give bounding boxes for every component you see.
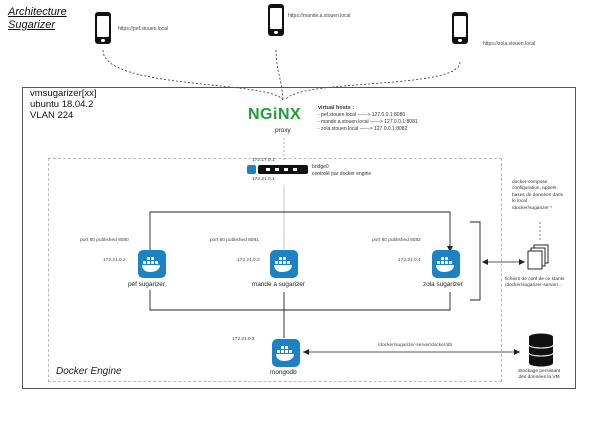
compose-note-line: le local bbox=[512, 199, 527, 205]
title-line1: Architecture bbox=[8, 6, 67, 18]
smartphone-icon bbox=[268, 4, 284, 36]
compose-note: docker-compose configuration, appels bas… bbox=[512, 180, 563, 212]
container3-name: zola sugarizer bbox=[423, 281, 463, 288]
container2-port: port 80 published 8081 bbox=[210, 238, 259, 243]
compose-note-line: configuration, appels bbox=[512, 186, 557, 192]
bridge-ip-top: 172.17.0.1 bbox=[252, 158, 275, 163]
smartphone-icon bbox=[95, 12, 111, 44]
container1-name: pef sugarizer bbox=[128, 281, 165, 288]
nginx-logo: NGiNX bbox=[248, 106, 302, 123]
container1-ip: 172.21.0.2 bbox=[103, 258, 126, 263]
vm-vlan: VLAN 224 bbox=[30, 109, 74, 121]
storage-note-line: Stockage persistant bbox=[518, 369, 561, 374]
files-note-line: fichiers de conf de ce stants bbox=[505, 277, 565, 282]
files-note: fichiers de conf de ce stants /docker/su… bbox=[505, 277, 564, 290]
connector-phone2-nginx bbox=[275, 49, 284, 101]
compose-note-line: bases de données dans bbox=[512, 192, 563, 198]
bridge-desc: controlé par docker engine bbox=[312, 170, 372, 177]
container3-ip: 172.21.0.4 bbox=[398, 258, 421, 263]
bridge-name: bridge0 bbox=[312, 164, 329, 170]
docker-container-icon bbox=[272, 339, 300, 367]
database-icon bbox=[528, 333, 554, 367]
vhost-line: - mande.a.stouen.local ------> 127.0.0.1… bbox=[318, 119, 418, 126]
bridge-ip-bottom: 172.21.0.1 bbox=[252, 177, 275, 182]
vm-info: vmsugarizer[xx] ubuntu 18.04.2 VLAN 224 bbox=[30, 88, 97, 122]
connector-phone1-nginx bbox=[102, 49, 284, 101]
vm-name: vmsugarizer[xx] bbox=[30, 88, 97, 99]
title-line2: Sugarizer bbox=[8, 18, 56, 31]
phone3-url: https://zola.stouen.local bbox=[483, 41, 536, 47]
phone2-url: https://mande.a.stouen.local bbox=[288, 13, 351, 19]
storage-note: Stockage persistant des données la VM bbox=[518, 369, 560, 382]
compose-note-line: docker-compose bbox=[512, 180, 548, 185]
docker-container-icon bbox=[270, 250, 298, 278]
vhost-line: - pef.stouen.local ------> 127.0.0.1:808… bbox=[318, 112, 406, 119]
network-switch-icon bbox=[258, 165, 308, 174]
nginx-label: proxy bbox=[275, 127, 291, 134]
mongodb-name: mongodb bbox=[270, 369, 297, 376]
docker-engine-box bbox=[48, 158, 502, 382]
vhost-line: - zola.stouen.local ------> 127.0.0.1:80… bbox=[318, 125, 408, 132]
volume-path: /docker/sugarizer-server/docker/db bbox=[378, 343, 453, 348]
vm-box bbox=[22, 87, 576, 389]
compose-note-line: /docker/sugarizer * bbox=[512, 205, 552, 211]
docker-container-icon bbox=[432, 250, 460, 278]
docker-small-icon bbox=[247, 165, 256, 174]
diagram-title: Architecture Sugarizer bbox=[8, 6, 67, 31]
virtual-hosts-title: virtual hosts : bbox=[318, 105, 355, 111]
container2-name: mande a sugarizer bbox=[252, 281, 305, 288]
storage-note-line: des données la VM bbox=[518, 375, 560, 381]
connector-phone3-nginx bbox=[284, 61, 461, 101]
containers-bracket bbox=[470, 221, 481, 301]
vm-os: ubuntu 18.04.2 bbox=[30, 98, 94, 110]
container3-port: port 80 published 8082 bbox=[372, 238, 421, 243]
bridge-info: bridge0 controlé par docker engine bbox=[312, 164, 371, 178]
virtual-hosts: virtual hosts : - pef.stouen.local -----… bbox=[318, 105, 418, 133]
network-line-top bbox=[149, 211, 451, 255]
container1-port: port 80 published 8080 bbox=[80, 238, 129, 243]
phone1-url: https://pef.stouen.local bbox=[118, 26, 169, 32]
mongodb-ip: 172.21.0.3 bbox=[232, 337, 255, 342]
docker-engine-label: Docker Engine bbox=[56, 366, 122, 377]
smartphone-icon bbox=[452, 12, 468, 44]
files-icon bbox=[527, 244, 549, 270]
docker-container-icon bbox=[138, 250, 166, 278]
files-note-line: /docker/sugarizer-server/... bbox=[505, 283, 563, 289]
network-line-bottom bbox=[149, 290, 451, 311]
container2-ip: 172.21.0.3 bbox=[237, 258, 260, 263]
